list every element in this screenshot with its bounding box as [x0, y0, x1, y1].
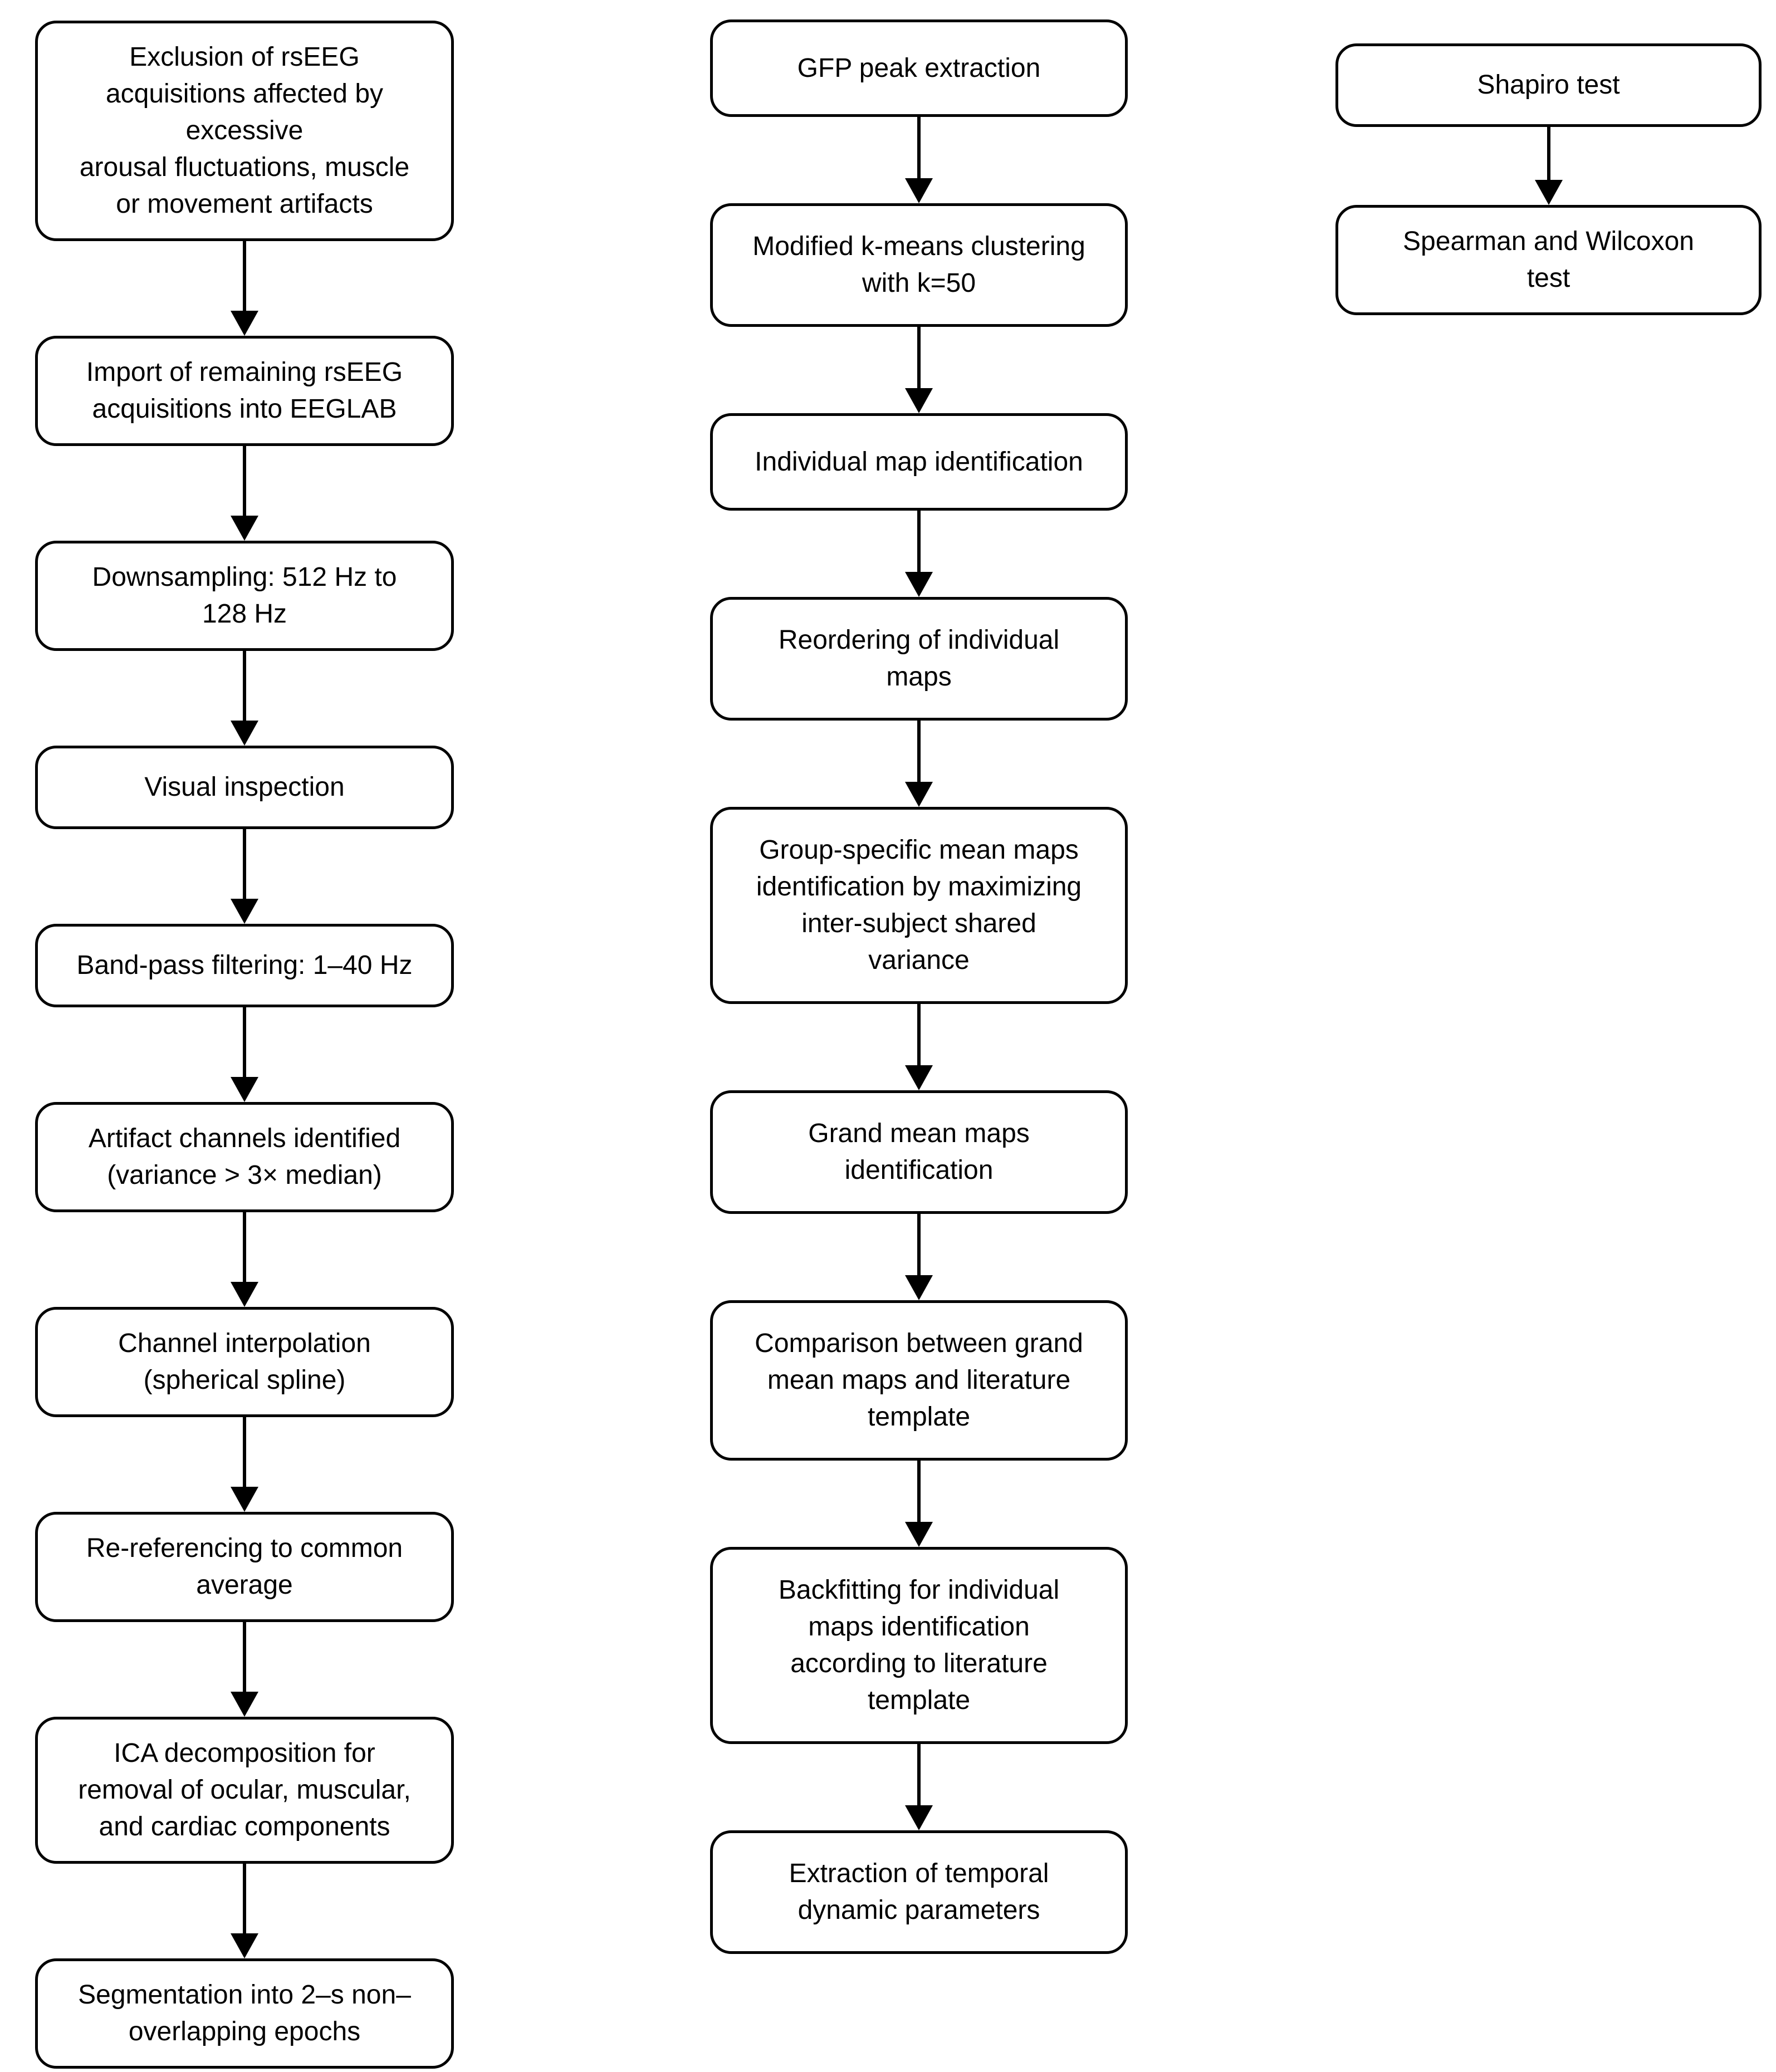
down-arrow [710, 1461, 1128, 1547]
down-arrow [710, 1744, 1128, 1830]
box-extraction-temporal-parameters: Extraction of temporal dynamic parameter… [710, 1830, 1128, 1954]
arrow-stem [243, 1007, 246, 1081]
flow-column-2: GFP peak extraction Modified k-means clu… [710, 19, 1128, 1954]
down-arrow [35, 829, 454, 924]
down-arrow [1335, 127, 1762, 205]
box-downsampling: Downsampling: 512 Hz to 128 Hz [35, 541, 454, 651]
down-arrow [710, 511, 1128, 597]
box-ica-decomposition: ICA decomposition for removal of ocular,… [35, 1717, 454, 1864]
arrow-stem [243, 241, 246, 315]
box-channel-interpolation: Channel interpolation (spherical spline) [35, 1307, 454, 1417]
arrow-stem [917, 1461, 921, 1526]
down-arrow [35, 446, 454, 541]
arrow-stem [1547, 127, 1550, 184]
box-spearman-wilcoxon-test: Spearman and Wilcoxon test [1335, 205, 1762, 315]
box-shapiro-test: Shapiro test [1335, 43, 1762, 127]
flow-column-3: Shapiro test Spearman and Wilcoxon test [1335, 43, 1762, 315]
box-exclusion-rseeg-acquisitions: Exclusion of rsEEG acquisitions affected… [35, 21, 454, 241]
box-grand-mean-maps: Grand mean maps identification [710, 1090, 1128, 1214]
box-re-referencing: Re-referencing to common average [35, 1512, 454, 1622]
down-arrow [710, 1214, 1128, 1300]
arrow-head-icon [905, 1522, 933, 1547]
down-arrow [35, 241, 454, 336]
box-group-specific-mean-maps: Group-specific mean maps identification … [710, 807, 1128, 1004]
arrow-stem [917, 1214, 921, 1279]
box-visual-inspection: Visual inspection [35, 746, 454, 829]
arrow-head-icon [231, 1692, 258, 1717]
down-arrow [710, 117, 1128, 203]
arrow-stem [917, 1744, 921, 1809]
box-band-pass-filtering: Band-pass filtering: 1–40 Hz [35, 924, 454, 1007]
arrow-head-icon [905, 178, 933, 203]
arrow-stem [917, 117, 921, 182]
arrow-stem [243, 1864, 246, 1937]
arrow-stem [917, 721, 921, 786]
box-modified-kmeans-clustering: Modified k-means clustering with k=50 [710, 203, 1128, 327]
arrow-stem [243, 1417, 246, 1491]
arrow-head-icon [231, 311, 258, 336]
arrow-head-icon [905, 388, 933, 413]
down-arrow [35, 651, 454, 746]
arrow-head-icon [1534, 180, 1563, 205]
arrow-head-icon [231, 899, 258, 924]
arrow-head-icon [905, 1275, 933, 1300]
arrow-head-icon [231, 1933, 258, 1958]
down-arrow [710, 1004, 1128, 1090]
arrow-stem [243, 651, 246, 724]
arrow-head-icon [905, 782, 933, 807]
down-arrow [710, 327, 1128, 413]
arrow-head-icon [905, 572, 933, 597]
arrow-head-icon [231, 1077, 258, 1102]
arrow-stem [917, 327, 921, 392]
arrow-stem [243, 446, 246, 520]
arrow-stem [243, 1622, 246, 1696]
box-segmentation-epochs: Segmentation into 2–s non– overlapping e… [35, 1958, 454, 2069]
box-reordering-individual-maps: Reordering of individual maps [710, 597, 1128, 721]
box-import-into-eeglab: Import of remaining rsEEG acquisitions i… [35, 336, 454, 446]
box-artifact-channels-identified: Artifact channels identified (variance >… [35, 1102, 454, 1212]
down-arrow [35, 1417, 454, 1512]
arrow-head-icon [905, 1805, 933, 1830]
down-arrow [35, 1212, 454, 1307]
box-backfitting-individual-maps: Backfitting for individual maps identifi… [710, 1547, 1128, 1744]
flow-column-1: Exclusion of rsEEG acquisitions affected… [35, 21, 454, 2069]
arrow-stem [243, 829, 246, 903]
box-gfp-peak-extraction: GFP peak extraction [710, 19, 1128, 117]
box-individual-map-identification: Individual map identification [710, 413, 1128, 511]
box-comparison-grand-mean-literature: Comparison between grand mean maps and l… [710, 1300, 1128, 1461]
arrow-head-icon [905, 1065, 933, 1090]
arrow-stem [243, 1212, 246, 1286]
down-arrow [35, 1622, 454, 1717]
down-arrow [35, 1007, 454, 1102]
arrow-stem [917, 511, 921, 576]
arrow-head-icon [231, 1282, 258, 1307]
arrow-head-icon [231, 516, 258, 541]
arrow-head-icon [231, 1487, 258, 1512]
arrow-head-icon [231, 721, 258, 746]
arrow-stem [917, 1004, 921, 1069]
down-arrow [710, 721, 1128, 807]
down-arrow [35, 1864, 454, 1958]
